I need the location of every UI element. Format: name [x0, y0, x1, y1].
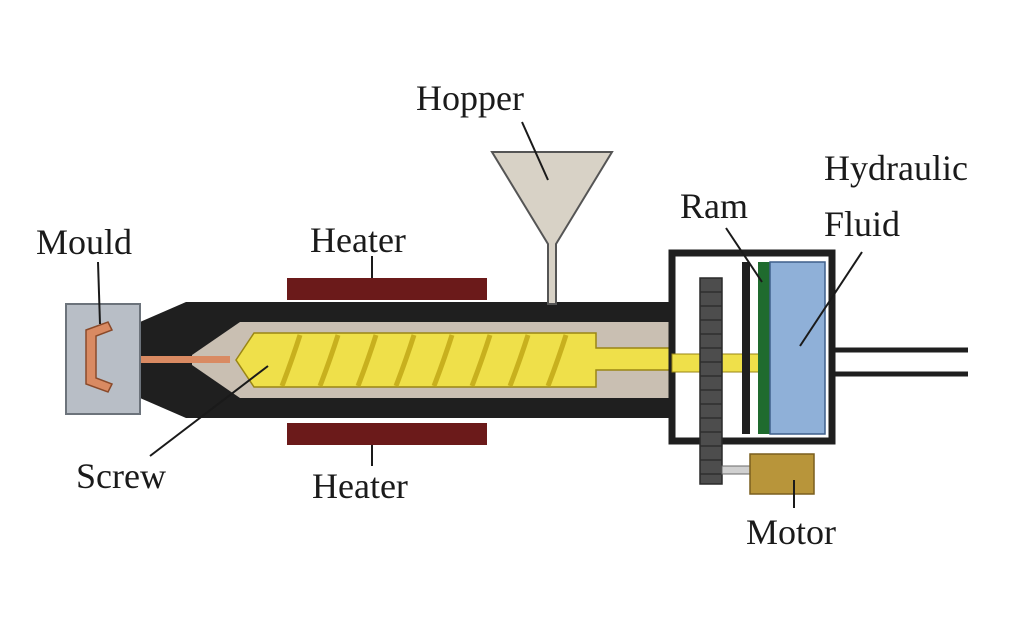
ram-rod: [742, 262, 750, 434]
ram: [758, 262, 770, 434]
heater-bottom: [287, 423, 487, 445]
nozzle-channel: [110, 356, 230, 363]
heater-top: [287, 278, 487, 300]
motor: [749, 453, 815, 495]
hopper: [490, 151, 614, 305]
label-mould: Mould: [36, 222, 132, 262]
label-motor: Motor: [746, 512, 836, 552]
leader-hopper: [521, 121, 549, 181]
leader-screw: [149, 365, 269, 457]
mould-cavity: [85, 321, 114, 393]
label-heater-bottom: Heater: [312, 466, 408, 506]
hydraulic-pipes: [832, 347, 968, 377]
screw-flights: [279, 334, 569, 387]
label-hydraulic: Hydraulic: [824, 148, 968, 188]
label-heater-top: Heater: [310, 220, 406, 260]
leader-ram: [725, 227, 763, 283]
mould: [65, 303, 141, 415]
leader-hydraulic-fluid: [799, 251, 863, 347]
label-hopper: Hopper: [416, 78, 524, 118]
label-screw: Screw: [76, 456, 166, 496]
gear: [699, 277, 723, 485]
label-ram: Ram: [680, 186, 748, 226]
hydraulic-fluid: [769, 261, 826, 435]
label-fluid: Fluid: [824, 204, 900, 244]
motor-shaft: [721, 465, 751, 475]
leader-mould: [97, 261, 101, 325]
